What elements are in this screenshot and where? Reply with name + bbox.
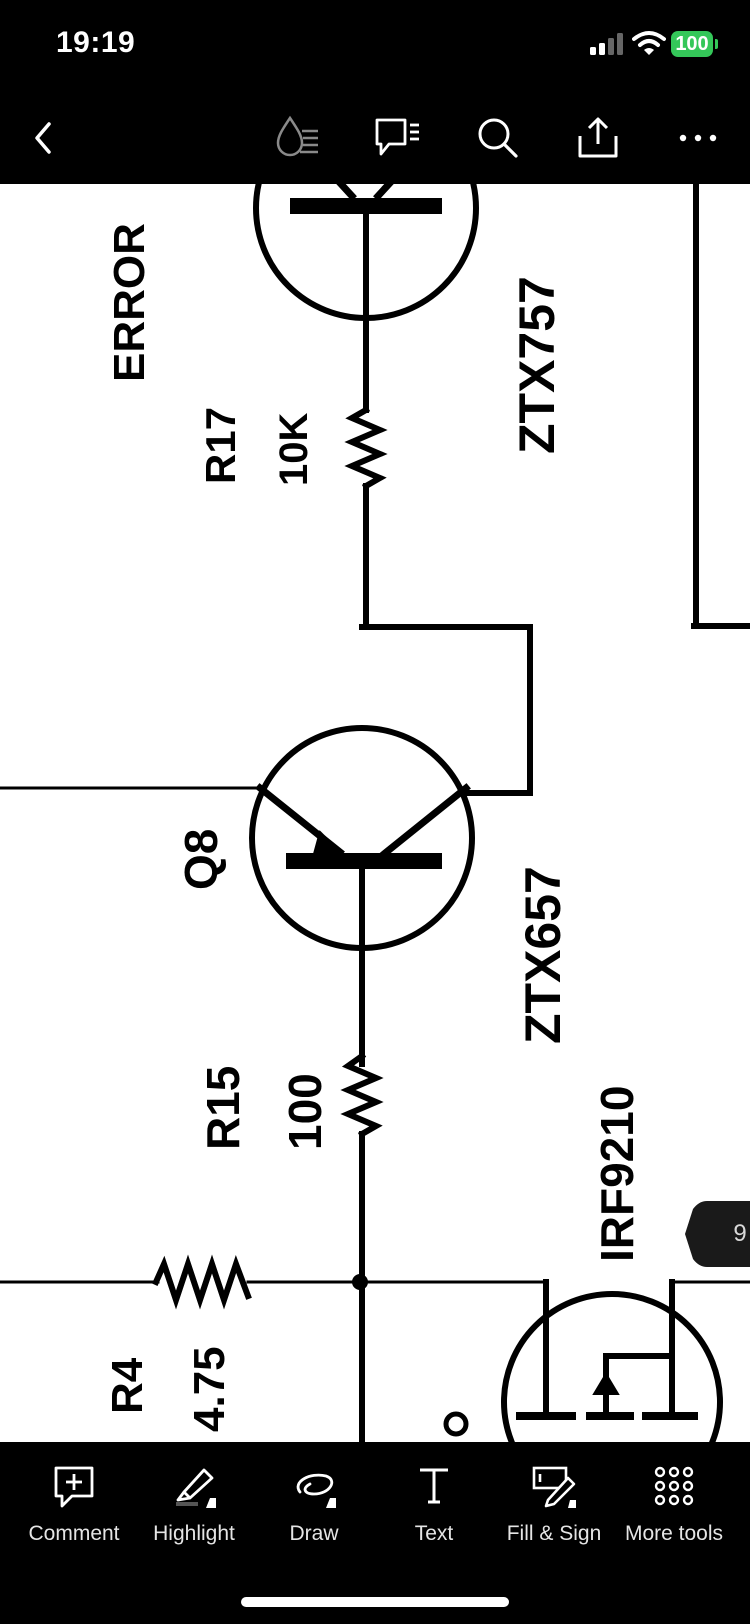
battery-icon <box>671 31 713 57</box>
highlighter-icon <box>176 1468 216 1508</box>
status-time: 19:19 <box>56 26 136 59</box>
draw-lasso-icon <box>296 1473 336 1508</box>
label-r15-value: 100 <box>279 1073 331 1150</box>
label-error: ERROR <box>105 223 154 382</box>
label-q8: Q8 <box>175 828 227 890</box>
label-ztx757: ZTX757 <box>509 276 565 454</box>
draw-tool-label: Draw <box>289 1522 339 1545</box>
schematic-drawing <box>0 184 750 1442</box>
highlight-tool-label: Highlight <box>153 1522 235 1545</box>
more-dots-icon <box>679 134 717 142</box>
page-number-indicator[interactable]: 9 <box>685 1201 750 1267</box>
resistor-r4 <box>152 1254 252 1310</box>
label-r4-value: 4.75 <box>185 1346 234 1432</box>
label-r17-value: 10K <box>272 412 316 486</box>
pdf-page-view[interactable]: ERROR R17 10K ZTX757 Q8 ZTX657 R15 100 I… <box>0 184 750 1442</box>
highlight-tool[interactable]: Highlight <box>134 1460 254 1556</box>
chevron-left-icon <box>35 122 51 154</box>
fill-sign-tool-label: Fill & Sign <box>506 1522 602 1545</box>
resistor-r15 <box>340 1051 384 1139</box>
more-tools-label: More tools <box>624 1522 724 1545</box>
liquid-mode-button[interactable] <box>270 110 326 166</box>
comment-list-icon <box>375 118 419 156</box>
battery-level: 100 <box>675 33 709 55</box>
text-t-icon <box>420 1468 448 1504</box>
comments-button[interactable] <box>370 110 426 166</box>
more-tools[interactable]: More tools <box>614 1460 734 1556</box>
page-number: 9 <box>733 1220 747 1247</box>
grid-dots-icon <box>654 1466 694 1506</box>
share-button[interactable] <box>570 110 626 166</box>
liquid-mode-icon <box>276 115 318 157</box>
mosfet-irf9210-symbol <box>501 1291 723 1442</box>
status-bar: 19:19 100 <box>0 0 750 92</box>
share-icon <box>578 117 618 158</box>
bottom-toolbar: Comment Highlight Draw Text F <box>0 1442 750 1624</box>
battery-indicator: 100 <box>671 31 719 57</box>
label-ztx657: ZTX657 <box>515 866 571 1044</box>
label-r15: R15 <box>197 1065 249 1150</box>
comment-tool[interactable]: Comment <box>14 1460 134 1556</box>
label-r17: R17 <box>197 406 244 484</box>
text-tool[interactable]: Text <box>374 1460 494 1556</box>
search-icon <box>478 118 518 158</box>
wifi-icon <box>632 31 666 55</box>
top-toolbar <box>0 92 750 184</box>
page-tab-shape <box>685 1201 750 1267</box>
resistor-r17 <box>344 405 388 491</box>
battery-tip <box>715 39 718 49</box>
fill-sign-icon <box>532 1466 576 1508</box>
draw-tool[interactable]: Draw <box>254 1460 374 1556</box>
comment-tool-label: Comment <box>28 1522 120 1545</box>
comment-plus-icon <box>54 1466 94 1508</box>
more-button[interactable] <box>670 110 726 166</box>
back-button[interactable] <box>16 110 72 166</box>
label-irf9210: IRF9210 <box>591 1085 643 1262</box>
home-indicator[interactable] <box>241 1597 509 1607</box>
cellular-signal-icon <box>590 33 623 55</box>
search-button[interactable] <box>470 110 526 166</box>
text-tool-label: Text <box>414 1522 454 1545</box>
fill-sign-tool[interactable]: Fill & Sign <box>494 1460 614 1556</box>
label-r4: R4 <box>103 1357 152 1414</box>
